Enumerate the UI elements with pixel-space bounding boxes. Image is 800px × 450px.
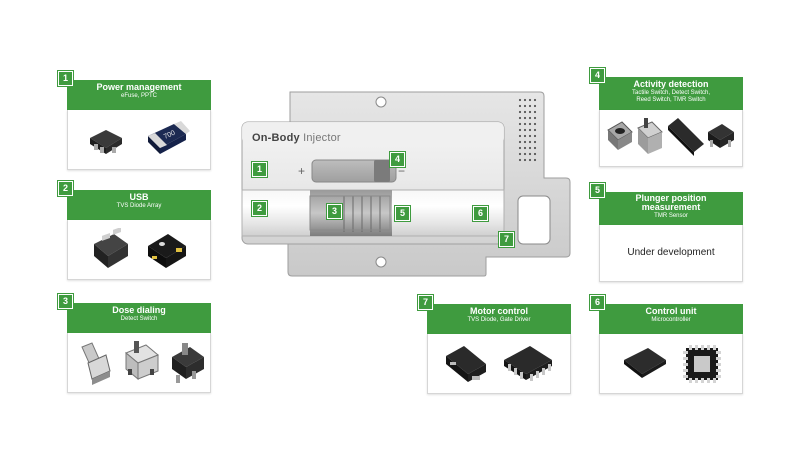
device-title-rest: Injector [299, 132, 341, 144]
efuse-chip-icon [90, 130, 122, 154]
card-image-area [67, 333, 211, 393]
card-subtitle: TMR Sensor [654, 212, 688, 219]
card-image-area [427, 334, 571, 394]
tvs-diode-array-b-icon [148, 234, 186, 268]
card-title: Power management [96, 82, 182, 92]
card-header: Dose dialing Detect Switch 3 [58, 294, 211, 333]
card-header: Control unit Microcontroller 6 [590, 295, 743, 334]
detect-switch-c-icon [172, 343, 204, 383]
device-marker-5: 5 [395, 206, 410, 221]
card-number-badge: 1 [58, 71, 73, 86]
card-title: Dose dialing [112, 305, 166, 315]
card-subtitle: Microcontroller [651, 317, 691, 324]
card-subtitle: Detect Switch [120, 316, 158, 323]
tmr-switch-icon [708, 124, 734, 148]
card-motor-control: Motor control TVS Diode, Gate Driver 7 [418, 295, 571, 394]
plus-sign: + [298, 164, 306, 178]
device-marker-6: 6 [473, 206, 488, 221]
card-number-badge: 2 [58, 181, 73, 196]
card-subtitle: eFuse, PPTC [120, 93, 157, 100]
card-plunger-position: Plunger position measurement TMR Sensor … [590, 183, 743, 282]
reed-switch-icon [668, 118, 704, 156]
card-header: Activity detection Tactile Switch, Detec… [590, 68, 743, 110]
gate-driver-soic-icon [504, 346, 552, 381]
tvs-diode-package-icon [446, 346, 486, 382]
card-activity-detection: Activity detection Tactile Switch, Detec… [590, 68, 743, 167]
card-subtitle-2: Reed Switch, TMR Switch [636, 96, 706, 103]
qfn-microcontroller-small-icon [683, 345, 721, 383]
card-subtitle: TVS Diode, Gate Driver [467, 317, 531, 324]
injector-drawing [241, 91, 571, 277]
card-power-management: Power management eFuse, PPTC 1 700 [58, 71, 211, 170]
card-number-badge: 5 [590, 183, 605, 198]
device-title: On-Body Injector [252, 132, 341, 144]
card-image-area: 700 [67, 110, 211, 170]
card-number-badge: 4 [590, 68, 605, 83]
card-subtitle: TVS Diode Array [116, 203, 162, 210]
detect-switch-icon [637, 118, 663, 154]
device-marker-3: 3 [327, 204, 342, 219]
card-title: Activity detection [633, 79, 709, 89]
detect-switch-b-icon [125, 341, 159, 381]
card-header: Power management eFuse, PPTC 1 [58, 71, 211, 110]
card-usb: USB TVS Diode Array 2 [58, 181, 211, 280]
card-header: USB TVS Diode Array 2 [58, 181, 211, 220]
card-number-badge: 3 [58, 294, 73, 309]
detect-switch-a-icon [81, 342, 111, 385]
minus-sign: − [398, 164, 406, 178]
card-subtitle: Tactile Switch, Detect Switch, [631, 90, 711, 97]
device-marker-1: 1 [252, 162, 267, 177]
card-title-2: measurement [641, 202, 701, 213]
card-header: Plunger position measurement TMR Sensor … [590, 183, 743, 225]
tvs-diode-array-a-icon [94, 228, 128, 268]
card-number-badge: 7 [418, 295, 433, 310]
card-number-badge: 6 [590, 295, 605, 310]
card-dose-dialing: Dose dialing Detect Switch 3 [58, 294, 211, 393]
card-title: Motor control [470, 306, 528, 316]
card-header: Motor control TVS Diode, Gate Driver 7 [418, 295, 571, 334]
card-image-area [599, 110, 743, 167]
under-development-text: Under development [627, 247, 715, 258]
qfn-microcontroller-large-icon [624, 348, 666, 378]
card-title: Plunger position [635, 193, 707, 203]
card-image-area [67, 220, 211, 280]
card-title: USB [129, 192, 149, 202]
device-marker-7: 7 [499, 232, 514, 247]
on-body-injector-illustration: On-Body Injector + − 1 4 2 3 5 6 7 [240, 90, 572, 278]
card-image-area [599, 334, 743, 394]
pptc-resistor-icon: 700 [148, 121, 190, 154]
card-control-unit: Control unit Microcontroller 6 [590, 295, 743, 394]
device-title-bold: On-Body [252, 132, 300, 144]
device-marker-2: 2 [252, 201, 267, 216]
tactile-switch-icon [607, 121, 633, 150]
card-title: Control unit [645, 306, 697, 316]
card-image-area: Under development [599, 225, 743, 282]
device-marker-4: 4 [390, 152, 405, 167]
svg-text:700: 700 [163, 129, 177, 140]
